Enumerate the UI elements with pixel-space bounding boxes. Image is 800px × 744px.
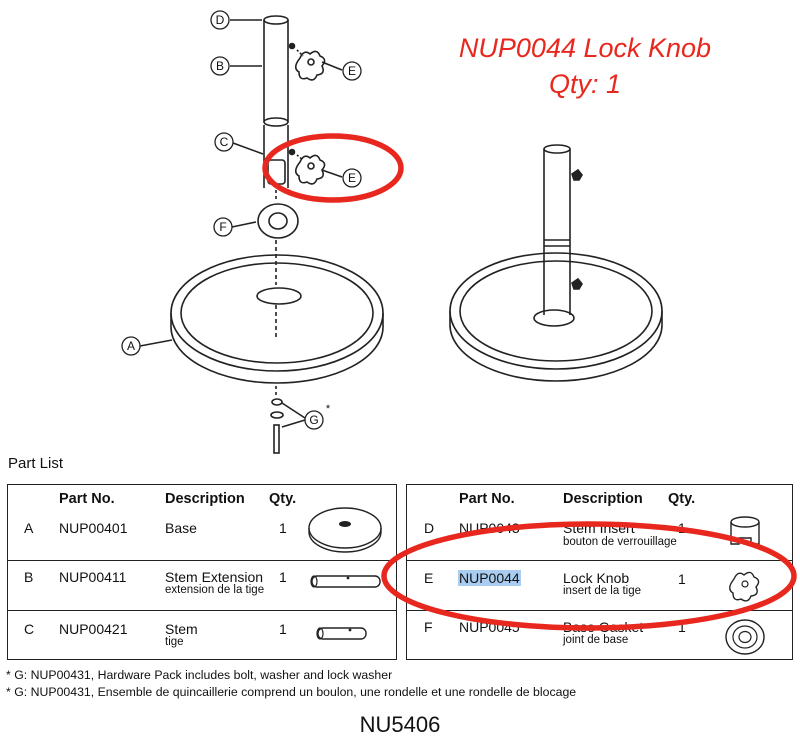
- row-letter: E: [424, 570, 434, 586]
- gasket-part: [257, 203, 299, 239]
- lock-knob-icon: [729, 571, 760, 602]
- lock-knob-upper: [294, 49, 326, 81]
- callout-title: NUP0044 Lock Knob: [458, 33, 712, 63]
- row-description-fr: bouton de verrouillage: [563, 536, 677, 548]
- base-gasket-icon: [725, 619, 765, 655]
- exploded-diagram: D B C F A E E G *: [121, 10, 663, 454]
- label-d: D: [216, 13, 225, 27]
- header-part-no: Part No.: [59, 491, 115, 507]
- row-qty: 1: [279, 520, 287, 536]
- part-table-left: Part No. Description Qty. A NUP00401 Bas…: [7, 484, 397, 660]
- row-part-no: NUP00421: [59, 621, 128, 637]
- header-qty: Qty.: [668, 491, 696, 507]
- footnote-en: * G: NUP00431, Hardware Pack includes bo…: [6, 668, 393, 682]
- row-qty: 1: [279, 569, 287, 585]
- label-a: A: [127, 339, 135, 353]
- footnotes: * G: NUP00431, Hardware Pack includes bo…: [6, 667, 576, 701]
- label-b: B: [216, 59, 224, 73]
- header-description: Description: [563, 491, 643, 507]
- row-description-fr: extension de la tige: [165, 584, 265, 596]
- highlighted-part-no: NUP0044: [458, 570, 521, 586]
- row-letter: B: [24, 569, 34, 585]
- label-g-asterisk: *: [326, 403, 331, 415]
- part-list-title: Part List: [8, 455, 64, 472]
- row-description: Lock Knob: [563, 570, 630, 586]
- label-e-lower: E: [348, 171, 356, 185]
- row-description-fr: insert de la tige: [563, 585, 641, 597]
- row-qty: 1: [279, 621, 287, 637]
- row-part-no: NUP00411: [59, 569, 127, 585]
- part-table-right: Part No. Description Qty. D NUP0043 Stem…: [406, 484, 793, 660]
- row-part-no: NUP0044: [458, 570, 521, 586]
- table-row: C NUP00421 Stem tige 1: [8, 610, 396, 660]
- row-letter: A: [24, 520, 34, 536]
- row-part-no: NUP00401: [59, 520, 128, 536]
- stem-extension-icon: [310, 575, 381, 588]
- stem-top-opening: [263, 15, 289, 25]
- label-e-upper: E: [348, 64, 356, 78]
- header-part-no: Part No.: [459, 491, 515, 507]
- row-description-fr: joint de base: [563, 634, 629, 646]
- model-number: NU5406: [359, 712, 441, 737]
- row-qty: 1: [678, 571, 686, 587]
- base-part: [170, 254, 384, 384]
- assembled-unit: [449, 144, 663, 382]
- row-description-fr: tige: [165, 636, 184, 648]
- label-c: C: [220, 135, 229, 149]
- highlight-ring-diagram: [262, 133, 404, 203]
- highlight-ring-table: [381, 521, 797, 631]
- table-row: B NUP00411 Stem Extension extension de l…: [8, 560, 396, 610]
- table-row: F NUP0045 Base Gasket joint de base 1: [407, 610, 792, 660]
- row-description: Base: [165, 520, 197, 536]
- row-description: Stem: [165, 621, 198, 637]
- footnote-fr: * G: NUP00431, Ensemble de quincaillerie…: [6, 685, 577, 699]
- callout-annotation: NUP0044 Lock Knob Qty: 1: [420, 30, 750, 102]
- lock-knob-lower: [294, 154, 326, 185]
- hardware-part: [270, 386, 284, 454]
- header-description: Description: [165, 491, 245, 507]
- row-qty: 1: [678, 619, 686, 635]
- row-letter: D: [424, 520, 435, 536]
- table-row: E NUP0044 Lock Knob insert de la tige 1: [407, 560, 792, 610]
- row-letter: F: [424, 619, 433, 635]
- header-qty: Qty.: [269, 491, 297, 507]
- base-icon: [308, 507, 382, 553]
- table-row: A NUP00401 Base 1: [8, 507, 396, 553]
- row-letter: C: [24, 621, 35, 637]
- label-g: G: [309, 413, 318, 427]
- stem-icon: [316, 627, 367, 640]
- label-f: F: [219, 220, 226, 234]
- callout-qty: Qty: 1: [548, 69, 622, 99]
- row-description: Stem Extension: [165, 569, 264, 585]
